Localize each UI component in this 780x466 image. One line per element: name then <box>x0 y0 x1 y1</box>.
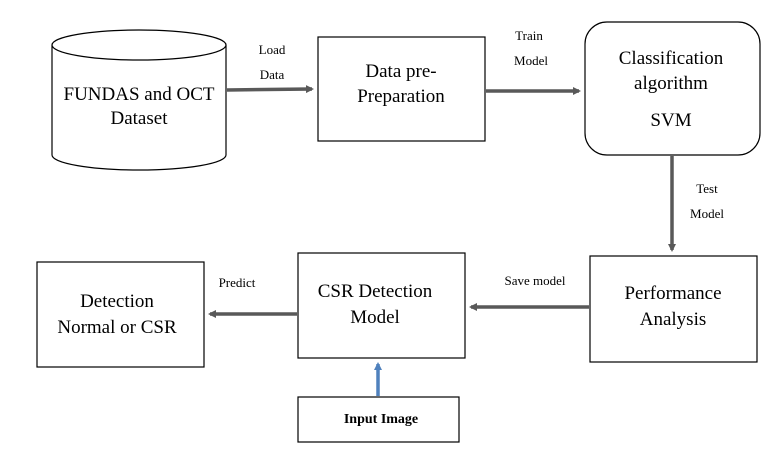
dataset-node: FUNDAS and OCT Dataset <box>51 29 227 171</box>
performance-node: Performance Analysis <box>589 255 758 363</box>
csr-model-label-line1: CSR Detection <box>318 281 433 302</box>
classifier-label-line1: Classification <box>619 48 724 69</box>
test-model-label-line1: Test <box>696 181 718 196</box>
csr-model-label-line2: Model <box>350 307 400 328</box>
test-model-label-line2: Model <box>690 206 724 221</box>
csr-model-node: CSR Detection Model <box>297 252 466 359</box>
input-image-node: Input Image <box>297 396 460 443</box>
load-data-label-line1: Load <box>259 42 286 57</box>
train-model-label-line2: Model <box>514 53 548 68</box>
dataset-label-line2: Dataset <box>111 108 169 129</box>
preprocessing-label-line2: Preparation <box>357 86 445 107</box>
dataset-label-line1: FUNDAS and OCT <box>64 84 215 105</box>
load-data-label-line2: Data <box>260 67 285 82</box>
preprocessing-node: Data pre- Preparation <box>317 36 486 142</box>
performance-label-line2: Analysis <box>640 309 707 330</box>
detection-node: Detection Normal or CSR <box>36 261 205 368</box>
input-image-label: Input Image <box>344 412 418 427</box>
classifier-node: Classification algorithm SVM <box>584 21 761 156</box>
preprocessing-label-line1: Data pre- <box>365 61 436 82</box>
performance-label-line1: Performance <box>624 283 721 304</box>
save-model-label: Save model <box>504 273 565 288</box>
classifier-label-line2: algorithm <box>634 73 708 94</box>
train-model-label-line1: Train <box>515 28 543 43</box>
detection-label-line1: Detection <box>80 291 154 312</box>
predict-label: Predict <box>219 275 256 290</box>
classifier-label-line3: SVM <box>650 110 691 131</box>
load-data-arrow <box>226 85 314 94</box>
detection-label-line2: Normal or CSR <box>57 317 177 338</box>
